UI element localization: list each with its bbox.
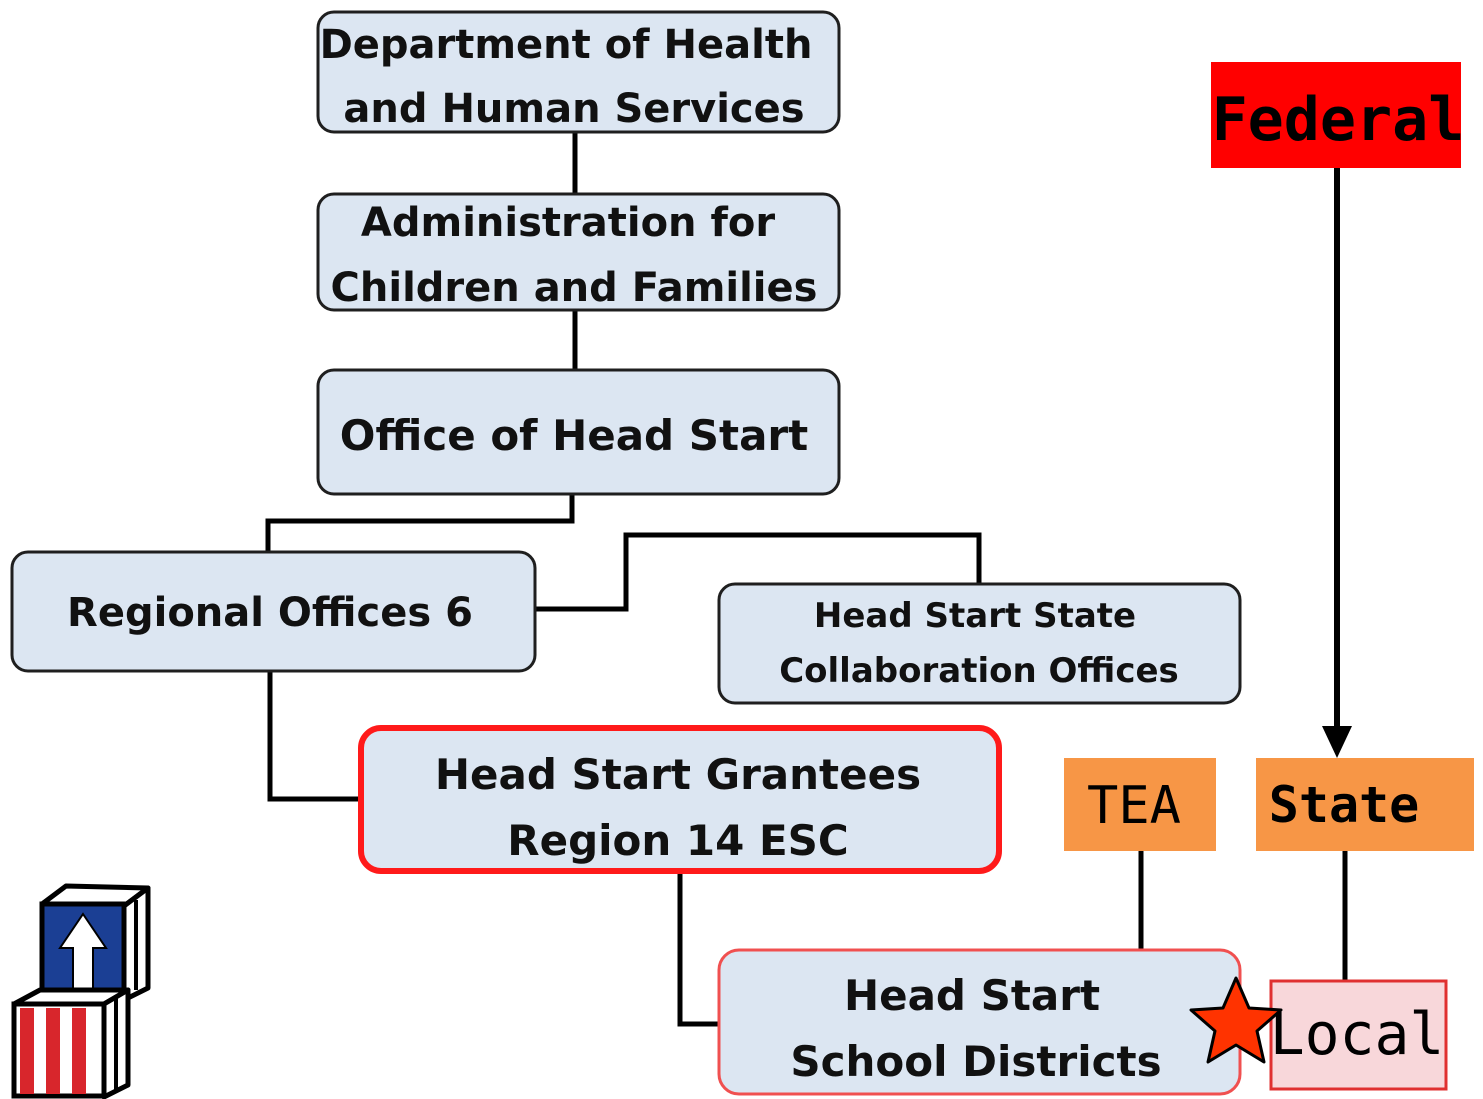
node-acf: Administration for Children and Families — [316, 192, 841, 312]
node-grantees-line2: Region 14 ESC — [507, 816, 849, 865]
node-collab-box — [717, 582, 1242, 705]
node-collab: Head Start State Collaboration Offices — [717, 582, 1242, 705]
node-dhhs: Department of Health and Human Services — [316, 10, 841, 134]
node-districts-line2: School Districts — [790, 1037, 1161, 1086]
node-grantees-box — [358, 725, 1002, 874]
node-grantees: Head Start Grantees Region 14 ESC — [358, 725, 1002, 874]
connector-regional-grantees — [267, 671, 361, 802]
star-icon — [1189, 976, 1283, 1064]
node-regional: Regional Offices 6 — [10, 550, 537, 673]
node-dhhs-line1: Department of Health — [320, 22, 813, 68]
connector-ohs-regional — [265, 494, 575, 552]
level-state: State — [1256, 758, 1474, 851]
arrow-federal-state-head — [1322, 726, 1352, 758]
level-tea-box — [1064, 758, 1216, 851]
level-federal-label: Federal — [1212, 85, 1465, 155]
connector-regional-collab — [535, 532, 982, 612]
node-dhhs-line2: and Human Services — [343, 86, 804, 132]
node-dhhs-box — [316, 10, 841, 134]
connectors — [265, 132, 1352, 1027]
level-local-box — [1269, 979, 1448, 1091]
level-tea-label: TEA — [1087, 776, 1181, 836]
node-collab-line2: Collaboration Offices — [779, 651, 1179, 691]
level-state-label: State — [1269, 776, 1420, 834]
node-ohs-box — [316, 368, 841, 496]
node-grantees-line1: Head Start Grantees — [435, 750, 921, 799]
node-acf-line1: Administration for — [361, 200, 775, 246]
level-federal-box — [1211, 62, 1461, 168]
node-collab-line1: Head Start State — [814, 596, 1136, 636]
node-ohs: Office of Head Start — [316, 368, 841, 496]
level-state-box — [1256, 758, 1474, 851]
node-ohs-label: Office of Head Start — [340, 411, 808, 460]
node-acf-box — [316, 192, 841, 312]
head-start-blocks-logo — [11, 883, 151, 1099]
node-districts-line1: Head Start — [844, 971, 1100, 1020]
node-districts: Head Start School Districts — [717, 948, 1242, 1096]
level-federal: Federal — [1211, 62, 1464, 168]
node-regional-label: Regional Offices 6 — [67, 590, 473, 636]
node-acf-line2: Children and Families — [331, 265, 818, 311]
connector-grantees-districts — [677, 872, 719, 1027]
level-local-label: Local — [1270, 1000, 1445, 1068]
level-tea: TEA — [1064, 758, 1216, 851]
level-local: Local — [1269, 979, 1448, 1091]
node-regional-box — [10, 550, 537, 673]
